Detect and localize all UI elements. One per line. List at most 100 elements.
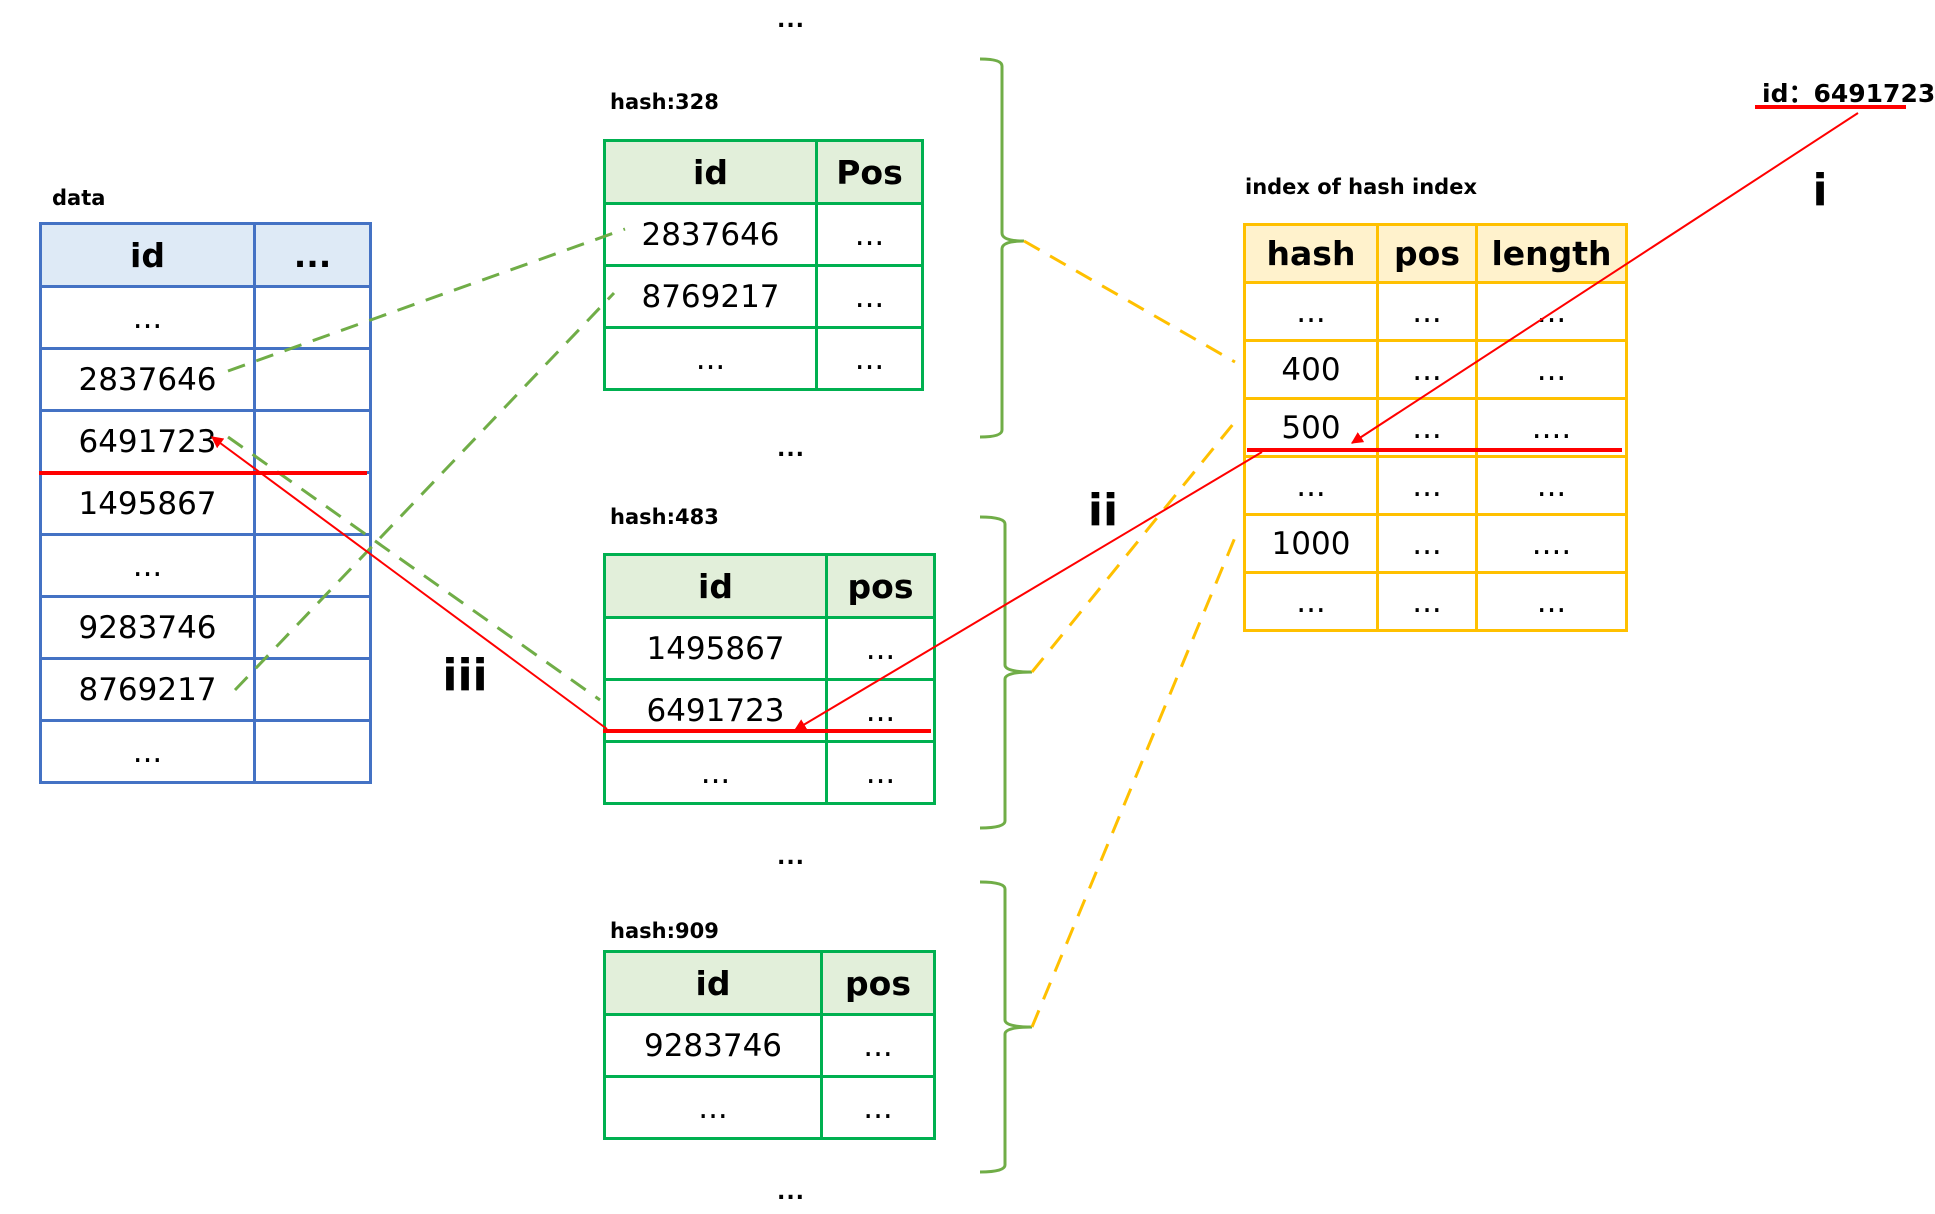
- table-row: ...: [39, 533, 372, 598]
- table-row: ......: [603, 740, 936, 805]
- data-cell-id: 9283746: [39, 595, 256, 660]
- hash-cell-id: ...: [603, 326, 818, 391]
- ellipsis-between-483-909: ...: [776, 845, 806, 870]
- table-row: ...: [39, 719, 372, 784]
- hash-909-header-pos: pos: [820, 950, 936, 1016]
- brace-hash-909: [979, 880, 1033, 1174]
- hash-cell-pos: ...: [825, 616, 936, 681]
- index-cell-pos: ...: [1376, 397, 1478, 458]
- data-cell-more: [253, 595, 372, 660]
- table-row: 9283746...: [603, 1013, 936, 1078]
- data-cell-more: [253, 719, 372, 784]
- index-table-title: index of hash index: [1245, 175, 1478, 199]
- index-cell-hash: ...: [1243, 571, 1379, 632]
- hash-328-header: id Pos: [603, 139, 924, 205]
- hash-483-title: hash:483: [610, 505, 719, 529]
- index-cell-pos: ...: [1376, 339, 1478, 400]
- data-cell-id: ...: [39, 285, 256, 350]
- hash-909-header: id pos: [603, 950, 936, 1016]
- index-cell-length: ...: [1475, 339, 1628, 400]
- step-ii-label: ii: [1087, 485, 1119, 536]
- hash-328-header-id: id: [603, 139, 818, 205]
- index-cell-pos: ...: [1376, 571, 1478, 632]
- hash-cell-id: ...: [603, 740, 828, 805]
- table-row: 6491723: [39, 409, 372, 474]
- index-cell-length: ....: [1475, 513, 1628, 574]
- table-row: 400......: [1243, 339, 1628, 400]
- hash-909-table: id pos 9283746... ......: [603, 950, 936, 1140]
- index-cell-length: ...: [1475, 281, 1628, 342]
- index-table: hash pos length ......... 400...... 500.…: [1243, 223, 1628, 632]
- table-row: 1000.......: [1243, 513, 1628, 574]
- hash-cell-id: 2837646: [603, 202, 818, 267]
- data-cell-more: [253, 347, 372, 412]
- index-cell-pos: ...: [1376, 281, 1478, 342]
- data-cell-more: [253, 409, 372, 474]
- hash-cell-pos: ...: [825, 678, 936, 743]
- index-cell-length: ....: [1475, 397, 1628, 458]
- ellipsis-between-328-483: ...: [776, 437, 806, 462]
- index-cell-hash: ...: [1243, 455, 1379, 516]
- table-row: 2837646: [39, 347, 372, 412]
- table-row: .........: [1243, 455, 1628, 516]
- data-cell-id: 8769217: [39, 657, 256, 722]
- brace-hash-328: [979, 57, 1025, 439]
- data-cell-more: [253, 533, 372, 598]
- data-cell-id: 2837646: [39, 347, 256, 412]
- dash-index-400-to-hash-328: [1023, 239, 1236, 364]
- data-table-title: data: [52, 186, 106, 210]
- data-table: id ... ... 2837646 6491723 1495867 ... 9…: [39, 222, 372, 784]
- query-id-label: id：6491723: [1762, 79, 1935, 108]
- data-cell-more: [253, 657, 372, 722]
- brace-hash-483: [979, 515, 1033, 830]
- index-table-header: hash pos length: [1243, 223, 1628, 284]
- table-row: 500.......: [1243, 397, 1628, 458]
- ellipsis-top: ...: [776, 8, 806, 33]
- data-cell-more: [253, 471, 372, 536]
- index-header-hash: hash: [1243, 223, 1379, 284]
- step-iii-label: iii: [442, 650, 488, 701]
- hash-cell-pos: ...: [815, 202, 924, 267]
- table-row: ......: [603, 326, 924, 391]
- index-header-length: length: [1475, 223, 1628, 284]
- data-cell-id: ...: [39, 533, 256, 598]
- hash-cell-id: 1495867: [603, 616, 828, 681]
- hash-328-title: hash:328: [610, 90, 719, 114]
- hash-cell-id: 8769217: [603, 264, 818, 329]
- index-cell-hash: ...: [1243, 281, 1379, 342]
- hash-cell-pos: ...: [820, 1013, 936, 1078]
- hash-cell-pos: ...: [815, 264, 924, 329]
- index-cell-length: ...: [1475, 455, 1628, 516]
- index-cell-hash: 400: [1243, 339, 1379, 400]
- data-table-header: id ...: [39, 222, 372, 288]
- index-cell-hash: 1000: [1243, 513, 1379, 574]
- table-row: .........: [1243, 571, 1628, 632]
- data-header-id: id: [39, 222, 256, 288]
- index-cell-pos: ...: [1376, 455, 1478, 516]
- table-row: 2837646...: [603, 202, 924, 267]
- dash-index-500-to-hash-483: [1030, 417, 1240, 673]
- table-row: 8769217...: [603, 264, 924, 329]
- hash-cell-pos: ...: [820, 1075, 936, 1140]
- step-i-label: i: [1812, 165, 1828, 216]
- data-cell-id: 1495867: [39, 471, 256, 536]
- hash-909-title: hash:909: [610, 919, 719, 943]
- table-row: 9283746: [39, 595, 372, 660]
- hash-cell-id: 6491723: [603, 678, 828, 743]
- table-row: 1495867...: [603, 616, 936, 681]
- hash-483-header-id: id: [603, 553, 828, 619]
- table-row: ...: [39, 285, 372, 350]
- table-row: 8769217: [39, 657, 372, 722]
- data-cell-id: ...: [39, 719, 256, 784]
- hash-483-header: id pos: [603, 553, 936, 619]
- hash-cell-id: ...: [603, 1075, 823, 1140]
- table-row: ......: [603, 1075, 936, 1140]
- ellipsis-bottom: ...: [776, 1180, 806, 1205]
- hash-328-table: id Pos 2837646... 8769217... ......: [603, 139, 924, 391]
- hash-328-header-pos: Pos: [815, 139, 924, 205]
- hash-909-header-id: id: [603, 950, 823, 1016]
- hash-483-header-pos: pos: [825, 553, 936, 619]
- data-cell-more: [253, 285, 372, 350]
- hash-483-table: id pos 1495867... 6491723... ......: [603, 553, 936, 805]
- dash-index-1000-to-hash-909: [1030, 534, 1238, 1028]
